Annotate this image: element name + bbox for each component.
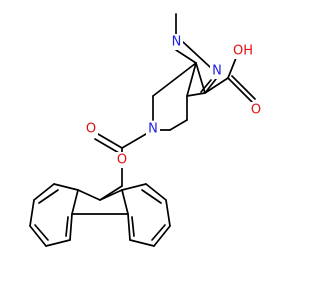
lb-4: [29, 225, 47, 247]
n2-c3-bond: [204, 78, 217, 94]
acid-carbonyl-o-label: O: [251, 103, 261, 118]
n1-c7a-bond: [175, 49, 197, 64]
ester-o-label-bg: [115, 152, 129, 168]
lb-5: [45, 239, 71, 247]
carbamate-o-label-bg: [84, 121, 98, 137]
lb-6: [69, 213, 73, 241]
n2-c3-double: [200, 79, 212, 93]
rb-6: [127, 213, 131, 241]
ring-n-label: N: [148, 122, 158, 137]
rb-2: [145, 183, 167, 201]
pyrazole-n1-label: N: [172, 35, 182, 50]
lb-d2: [34, 224, 49, 241]
lb-3: [29, 199, 35, 227]
c3-c3a-bond-a: [195, 62, 206, 94]
cooh-o-double: [231, 75, 256, 100]
oh-label-bg: [230, 43, 256, 59]
ester-o-label: O: [117, 153, 127, 168]
n-carbonyl-bond: [121, 133, 147, 149]
rb-d2: [151, 224, 166, 241]
c9-c9a-bond: [77, 189, 101, 201]
rb-5: [129, 239, 155, 247]
c7a-c3a-bond: [186, 62, 197, 97]
n1-label-bg: [170, 34, 183, 50]
c3-c3a-bond: [186, 92, 206, 97]
lb-2: [33, 183, 55, 201]
atom-label-layer: N N N O O OH O: [84, 34, 263, 168]
chemical-structure-diagram: N N N O O OH O: [29, 13, 263, 247]
cooh-o-bond: [227, 77, 253, 103]
rb-4: [153, 225, 171, 247]
carbonyl-o-bond: [97, 133, 123, 149]
pyrazole-n2-label: N: [212, 64, 222, 79]
acid-carbonyl-o-label-bg: [249, 102, 263, 118]
lb-1: [53, 183, 79, 191]
c9-c8a-bond: [99, 189, 123, 201]
c3-cooh-bond: [204, 77, 229, 94]
lb-d1: [38, 189, 59, 204]
carbonyl-o-double: [94, 138, 120, 154]
c7a-c7-bond: [152, 62, 197, 97]
n2-label-bg: [210, 63, 224, 79]
c4-c5-bond: [169, 119, 188, 131]
c9a-c4a-bond: [71, 189, 79, 215]
rb-1: [121, 183, 147, 191]
carboxylic-oh-label: OH: [233, 44, 253, 59]
rb-d3: [131, 216, 135, 237]
bond-layer: [29, 13, 256, 247]
lb-d3: [65, 216, 69, 237]
c8a-c4b-bond: [121, 189, 129, 215]
rb-d1: [141, 189, 162, 204]
ring-n-label-bg: [146, 121, 160, 137]
rb-3: [165, 199, 171, 227]
carbamate-carbonyl-o-label: O: [86, 122, 96, 137]
cooh-oh-bond: [227, 57, 237, 79]
n1-n2-bond: [182, 41, 211, 68]
